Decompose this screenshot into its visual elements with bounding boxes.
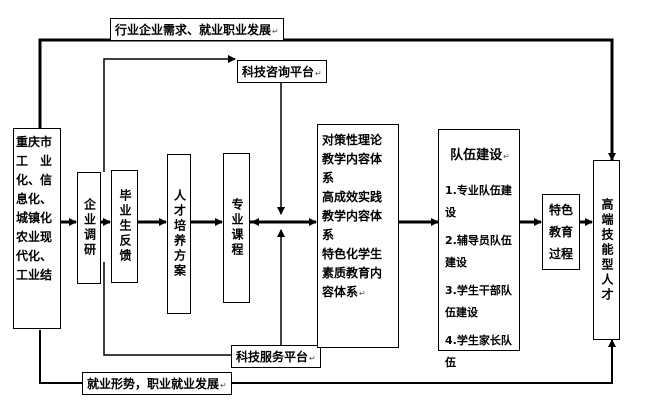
platform-bottom-label: 科技服务平台↵ [231,345,321,368]
content-system-line: 高成效实践 [322,190,383,204]
bottom-feedback-label: 就业形势，职业就业发展↵ [82,372,232,395]
curriculum-box: 专业课程 [223,153,250,303]
chongqing-line: 城镇化 [16,211,53,225]
content-system-line: 教学内容体 [322,209,383,223]
outcome-box: 高端技能型人才 [593,160,620,340]
chongqing-line: 农业现 [16,230,53,244]
content-system-box: 对策性理论教学内容体系高成效实践教学内容体系特色化学生素质教育内容体系↵ [317,124,399,348]
chongqing-line: 工业结 [16,268,53,282]
top-feedback-label: 行业企业需求、就业职业发展↵ [110,18,284,41]
content-system-line: 特色化学生 [322,247,383,261]
content-system-line: 容体系↵ [322,285,366,299]
chongqing-line: 重庆市 [16,135,53,149]
bottom-feedback-line [39,330,616,384]
feature-process-box: 特色教育过程 [542,194,580,270]
top-feedback-line [38,38,616,161]
content-system-line: 素质教育内 [322,266,383,280]
chongqing-line: 化、信 [16,173,53,187]
team-title: 队伍建设↵ [450,148,510,163]
team-item: 4.学生家长队伍 [445,334,512,369]
team-building-box: 队伍建设↵ 1.专业队伍建设 2.辅导员队伍建设 3.学生干部队伍建设 4.学生家长队… [438,129,520,369]
team-item: 1.专业队伍建设 [445,184,512,219]
chongqing-line: 息化、 [16,192,53,206]
content-system-line: 系 [322,228,335,242]
graduate-feedback-box: 毕业生反馈 [111,170,138,283]
content-system-line: 对策性理论 [322,133,383,147]
platform-top-label: 科技咨询平台↵ [237,60,327,83]
content-system-line: 系 [322,171,335,185]
inner-loop-bottom [103,262,235,356]
inner-loop-top [103,55,236,172]
chongqing-line: 工 业 [16,154,53,168]
enterprise-survey-box: 企业调研 [77,172,101,284]
talent-plan-box: 人才培养方案 [167,154,191,314]
chongqing-line: 代化、 [16,249,53,263]
team-item: 2.辅导员队伍建设 [445,234,512,269]
content-system-line: 教学内容体 [322,152,383,166]
chongqing-box: 重庆市工 业化、信息化、城镇化农业现代化、工业结 [13,128,61,329]
team-item: 3.学生干部队伍建设 [445,284,512,319]
